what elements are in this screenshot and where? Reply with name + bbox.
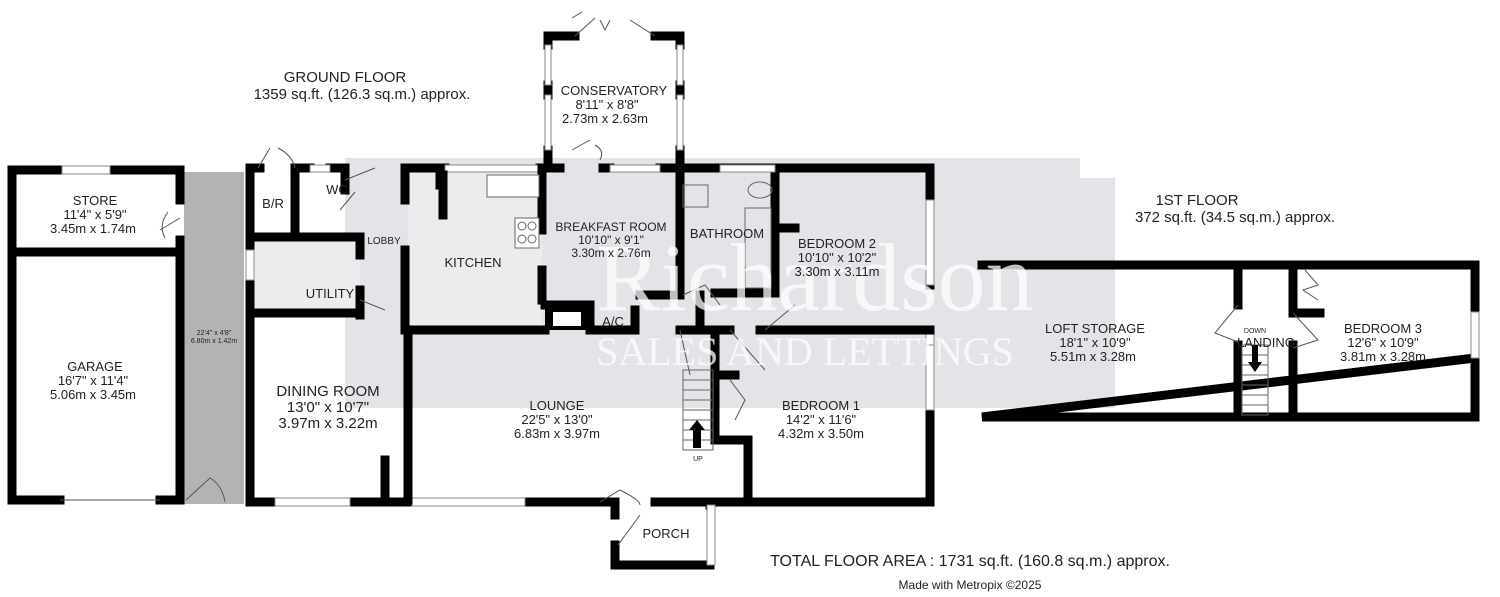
dining-metric: 3.97m x 3.22m xyxy=(278,415,377,432)
bedroom2-imperial: 10'10" x 10'2" xyxy=(798,250,877,265)
utility-name: UTILITY xyxy=(306,286,355,301)
lounge-imperial: 22'5" x 13'0" xyxy=(521,412,593,427)
stairs-down-label: DOWN xyxy=(1244,328,1266,335)
bathroom-name: BATHROOM xyxy=(690,226,764,241)
first-floor-walls xyxy=(977,260,1480,422)
bedroom1-imperial: 14'2" x 11'6" xyxy=(786,412,857,427)
wc-name: WC xyxy=(326,182,348,197)
credit: Made with Metropix ©2025 xyxy=(899,578,1042,592)
bedroom3-name: BEDROOM 3 xyxy=(1344,321,1422,336)
bedroom2-metric: 3.30m x 3.11m xyxy=(794,264,879,279)
store-metric: 3.45m x 1.74m xyxy=(50,221,136,236)
br-name: B/R xyxy=(262,196,284,211)
lounge-name: LOUNGE xyxy=(530,398,585,413)
side-passage xyxy=(184,172,244,504)
garage-walls xyxy=(7,165,185,505)
bedroom1-name: BEDROOM 1 xyxy=(782,398,860,413)
bedroom1-metric: 4.32m x 3.50m xyxy=(778,426,864,441)
passage-imperial: 22'4" x 4'8" xyxy=(197,330,232,337)
lounge-metric: 6.83m x 3.97m xyxy=(514,426,600,441)
landing-name: LANDING xyxy=(1237,335,1295,350)
ac-name: A/C xyxy=(602,314,624,329)
conservatory-metric: 2.73m x 2.63m xyxy=(562,111,648,126)
ground-floor-area: 1359 sq.ft. (126.3 sq.m.) approx. xyxy=(254,86,471,103)
kitchen-name: KITCHEN xyxy=(444,255,501,270)
garage-imperial: 16'7" x 11'4" xyxy=(58,373,129,388)
porch-name: PORCH xyxy=(643,526,690,541)
passage-metric: 6.80m x 1.42m xyxy=(191,338,237,345)
loft-metric: 5.51m x 3.28m xyxy=(1050,349,1136,364)
breakfast-imperial: 10'10" x 9'1" xyxy=(578,233,644,247)
lobby-name: LOBBY xyxy=(367,236,401,247)
ground-floor-walls xyxy=(185,11,935,570)
first-floor-title: 1ST FLOOR xyxy=(1155,192,1238,209)
conservatory-name: CONSERVATORY xyxy=(561,83,668,98)
garage-name: GARAGE xyxy=(67,359,123,374)
total-floor-area: TOTAL FLOOR AREA : 1731 sq.ft. (160.8 sq… xyxy=(770,553,1170,570)
stairs-arrow-icon xyxy=(689,420,705,448)
bedroom3-metric: 3.81m x 3.28m xyxy=(1340,349,1426,364)
dining-imperial: 13'0" x 10'7" xyxy=(287,399,369,416)
watermark-brand: Richardson xyxy=(596,224,1033,331)
loft-name: LOFT STORAGE xyxy=(1045,321,1145,336)
loft-imperial: 18'1" x 10'9" xyxy=(1059,335,1131,350)
dining-name: DINING ROOM xyxy=(276,383,379,400)
conservatory-imperial: 8'11" x 8'8" xyxy=(575,97,638,112)
ground-floor-title: GROUND FLOOR xyxy=(284,69,407,86)
stairs-up-label: UP xyxy=(693,456,703,463)
watermark-tagline: SALES AND LETTINGS xyxy=(596,329,1014,374)
stairs-down-arrow-icon xyxy=(1248,345,1262,372)
bedroom3-imperial: 12'6" x 10'9" xyxy=(1347,335,1419,350)
garage-metric: 5.06m x 3.45m xyxy=(50,387,136,402)
store-imperial: 11'4" x 5'9" xyxy=(63,207,126,222)
breakfast-metric: 3.30m x 2.76m xyxy=(571,246,650,260)
store-name: STORE xyxy=(73,193,118,208)
first-floor-area: 372 sq.ft. (34.5 sq.m.) approx. xyxy=(1135,209,1335,226)
breakfast-name: BREAKFAST ROOM xyxy=(555,220,666,234)
bedroom2-name: BEDROOM 2 xyxy=(798,236,876,251)
